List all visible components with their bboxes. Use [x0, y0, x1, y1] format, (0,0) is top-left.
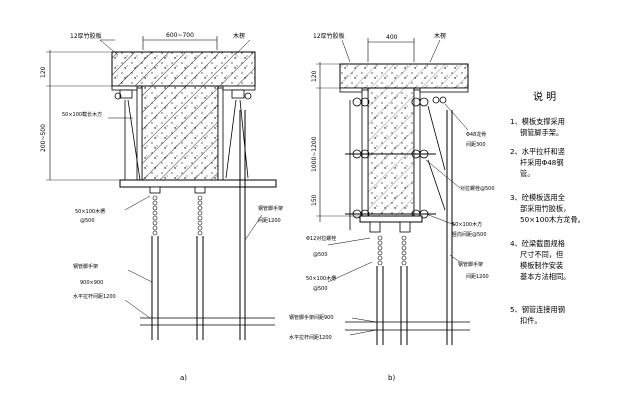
dim-left-mid-a: 200~500	[40, 124, 47, 152]
dim-left-top-a: 120	[40, 66, 47, 78]
label-plywood-a: 12厚竹胶板	[70, 32, 102, 40]
note-item-2: 2、水平拉杆和竖 杆采用Φ48钢 管。	[510, 147, 567, 178]
label-side-frame-spacing-b: 间距1200	[466, 273, 489, 280]
label-side-frame-b: 钢管脚手架	[458, 261, 483, 268]
dim-top-a: 600~700	[166, 32, 194, 39]
label-clamp-a-b: Φ48龙骨	[466, 131, 486, 138]
figure-a: 600~700 120 200~500 12厚竹胶板 木楞 50×100截长木方…	[40, 32, 283, 382]
figure-b: 400 120 1000~1200 150 12厚竹胶板 木楞 Φ48龙骨 间距…	[289, 32, 495, 382]
label-bolt-b: 对拉螺栓@500	[460, 185, 495, 192]
label-plywood-b: 12厚竹胶板	[313, 32, 345, 40]
label-frame-spacing-a: 900×900	[80, 280, 103, 286]
bottom-form-b	[359, 215, 423, 223]
label-beam-rib-spacing-a: @500	[80, 218, 95, 224]
caption-b: b)	[388, 374, 395, 382]
caption-a: a)	[180, 374, 187, 382]
dim-left-low-b: 150	[311, 194, 318, 206]
side-form-right-a	[217, 87, 224, 181]
note-item-5: 5、钢管连接用钢 扣件。	[510, 305, 567, 325]
label-timber-top-b: 木楞	[434, 32, 446, 40]
label-timber-b: 50×100木方	[452, 221, 482, 228]
label-side-pipe-a: 钢管脚手架	[258, 205, 283, 212]
label-ruler-b: 50×100木楞	[306, 275, 336, 282]
note-item-4: 4、砼梁截面规格 尺寸不同，但 模板制作安装 基本方法相同。	[510, 239, 570, 281]
label-sweep-bar-a: 水平拉杆间距1200	[73, 293, 116, 300]
label-frame-a: 钢管脚手架	[73, 263, 98, 270]
label-stopper-b: Φ12对拉螺栓	[306, 235, 336, 242]
label-square-timber-a: 50×100截长木方	[62, 111, 102, 118]
notes-title: 说 明	[533, 90, 556, 103]
label-timber-top-a: 木楞	[233, 32, 245, 40]
dim-left-top-b: 120	[311, 70, 318, 82]
label-stopper-spacing-b: @500	[313, 252, 328, 258]
label-ruler-spacing-b: @500	[313, 286, 328, 292]
bottom-form-a	[119, 179, 277, 188]
label-frame-b: 钢管脚手架间距900	[289, 314, 334, 321]
chain-a	[152, 195, 203, 236]
label-sweep-bar-b: 水平拉杆间距1200	[289, 334, 332, 341]
label-side-pipe-spacing-a: 间距1200	[258, 217, 281, 224]
note-item-3: 3、砼模板选用全 部采用竹胶板， 50×100木方龙骨。	[510, 193, 585, 224]
note-item-1: 1、模板支撑采用 钢管脚手架。	[510, 117, 567, 137]
notes-panel: 说 明 1、模板支撑采用 钢管脚手架。 2、水平拉杆和竖 杆采用Φ48钢 管。 …	[510, 90, 585, 325]
label-beam-rib-a: 50×100木楞	[75, 208, 105, 215]
label-clamp-a-spacing-b: 间距300	[466, 141, 486, 148]
dim-top-b: 400	[386, 34, 398, 41]
label-timber-b-spacing: 竖向间距@500	[452, 231, 487, 238]
dim-left-mid-b: 1000~1200	[311, 136, 318, 172]
